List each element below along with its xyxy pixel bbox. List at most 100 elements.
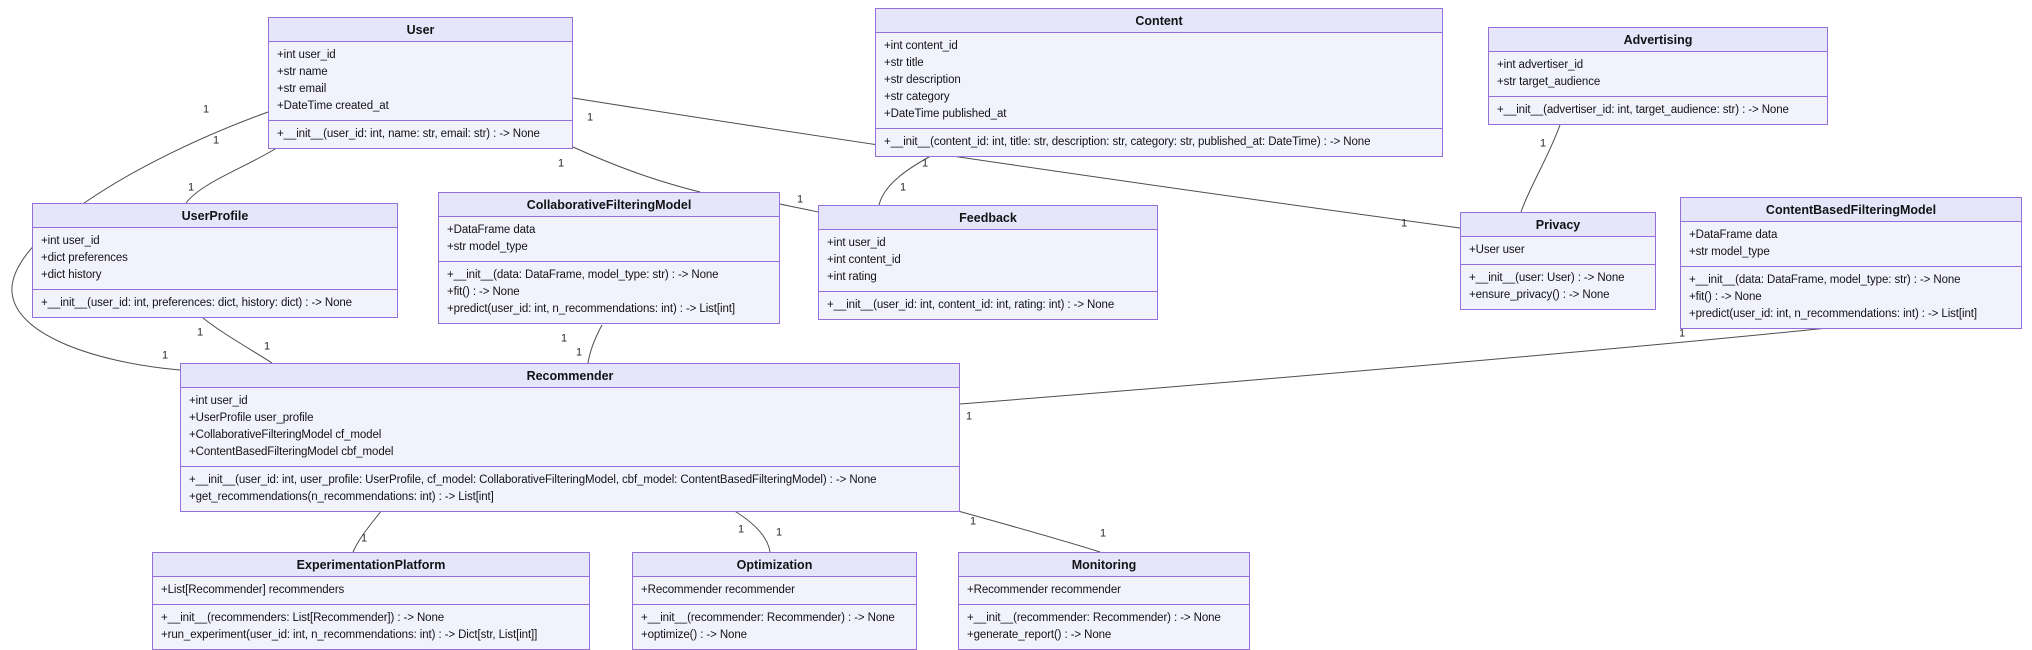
class-attribute: +str category bbox=[884, 91, 950, 103]
class-box-Optimization: Optimization +Recommender recommender +__i… bbox=[632, 552, 917, 650]
class-box-User: User +int user_id +str name +str email +Date… bbox=[268, 17, 573, 149]
methods-compartment: +__init__(content_id: int, title: str, d… bbox=[876, 129, 1442, 156]
multiplicity-label: 1 bbox=[575, 346, 583, 359]
multiplicity-label: 1 bbox=[263, 340, 271, 353]
class-title: User bbox=[269, 18, 572, 42]
multiplicity-label: 1 bbox=[586, 111, 594, 124]
multiplicity-label: 1 bbox=[1099, 527, 1107, 540]
association-edge-recommender-optimization bbox=[732, 509, 771, 553]
multiplicity-label: 1 bbox=[560, 332, 568, 345]
methods-compartment: +__init__(user_id: int, preferences: dic… bbox=[33, 290, 397, 317]
class-attribute: +int content_id bbox=[827, 254, 901, 266]
multiplicity-label: 1 bbox=[965, 410, 973, 423]
class-attribute: +DataFrame data bbox=[447, 224, 536, 236]
methods-compartment: +__init__(user_id: int, content_id: int,… bbox=[819, 292, 1157, 319]
class-attribute: +int user_id bbox=[827, 237, 886, 249]
class-attribute: +dict history bbox=[41, 269, 102, 281]
class-method: +__init__(user_id: int, preferences: dic… bbox=[41, 297, 352, 309]
class-method: +__init__(data: DataFrame, model_type: s… bbox=[447, 269, 719, 281]
class-attribute: +Recommender recommender bbox=[641, 584, 795, 596]
association-edge-recommender-experimentationplatform bbox=[352, 509, 383, 553]
multiplicity-label: 1 bbox=[775, 526, 783, 539]
multiplicity-label: 1 bbox=[212, 134, 220, 147]
class-attribute: +dict preferences bbox=[41, 252, 128, 264]
attributes-compartment: +int user_id +UserProfile user_profile +Co… bbox=[181, 388, 959, 467]
class-title: CollaborativeFilteringModel bbox=[439, 193, 779, 217]
attributes-compartment: +int user_id +dict preferences +dict histo… bbox=[33, 228, 397, 290]
class-attribute: +int user_id bbox=[41, 235, 100, 247]
class-method: +predict(user_id: int, n_recommendations… bbox=[447, 303, 735, 315]
class-method: +__init__(user_id: int, content_id: int,… bbox=[827, 299, 1115, 311]
multiplicity-label: 1 bbox=[737, 523, 745, 536]
class-box-Advertising: Advertising+int advertiser_id+str target… bbox=[1488, 27, 1828, 125]
class-attribute: +str email bbox=[277, 83, 327, 95]
class-attribute: +str model_type bbox=[1689, 246, 1770, 258]
attributes-compartment: +int user_id+int content_id+int rating bbox=[819, 230, 1157, 292]
class-title: ContentBasedFilteringModel bbox=[1681, 198, 2021, 222]
attributes-compartment: +int advertiser_id+str target_audience bbox=[1489, 52, 1827, 97]
class-method: +ensure_privacy() : -> None bbox=[1469, 289, 1610, 301]
methods-compartment: +__init__(advertiser_id: int, target_aud… bbox=[1489, 97, 1827, 124]
class-title: Optimization bbox=[633, 553, 916, 577]
association-edge-user-userprofile bbox=[185, 145, 281, 204]
class-title: Monitoring bbox=[959, 553, 1249, 577]
methods-compartment: +__init__(recommenders: List[Recommender… bbox=[153, 605, 589, 649]
class-method: +predict(user_id: int, n_recommendations… bbox=[1689, 308, 1977, 320]
class-method: +__init__(user_id: int, user_profile: Us… bbox=[189, 474, 877, 486]
association-edge-contentbasedfilteringmodel-recommender bbox=[959, 324, 1857, 405]
association-edge-content-feedback bbox=[878, 151, 939, 206]
multiplicity-label: 1 bbox=[921, 157, 929, 170]
methods-compartment: +__init__(user_id: int, user_profile: Us… bbox=[181, 467, 959, 511]
class-attribute: +DateTime published_at bbox=[884, 108, 1007, 120]
methods-compartment: +__init__(recommender: Recommender) : ->… bbox=[959, 605, 1249, 649]
class-attribute: +DataFrame data bbox=[1689, 229, 1778, 241]
class-attribute: +int content_id bbox=[884, 40, 958, 52]
class-attribute: +DateTime created_at bbox=[277, 100, 389, 112]
methods-compartment: +__init__(user_id: int, name: str, email… bbox=[269, 121, 572, 148]
association-edge-user-privacy bbox=[572, 97, 1461, 229]
multiplicity-label: 1 bbox=[202, 103, 210, 116]
attributes-compartment: +List[Recommender] recommenders bbox=[153, 577, 589, 605]
class-attribute: +Recommender recommender bbox=[967, 584, 1121, 596]
association-edge-collaborativefilteringmodel-recommender bbox=[587, 324, 603, 364]
class-method: +optimize() : -> None bbox=[641, 629, 747, 641]
class-box-CollaborativeFilteringModel: CollaborativeFilteringModel +DataFrame da… bbox=[438, 192, 780, 324]
attributes-compartment: +User user bbox=[1461, 237, 1655, 265]
multiplicity-label: 1 bbox=[557, 157, 565, 170]
methods-compartment: +__init__(data: DataFrame, model_type: s… bbox=[439, 262, 779, 323]
class-title: UserProfile bbox=[33, 204, 397, 228]
class-method: +generate_report() : -> None bbox=[967, 629, 1112, 641]
class-attribute: +User user bbox=[1469, 244, 1525, 256]
class-method: +__init__(content_id: int, title: str, d… bbox=[884, 136, 1371, 148]
class-attribute: +int user_id bbox=[189, 395, 248, 407]
multiplicity-label: 1 bbox=[796, 193, 804, 206]
class-box-UserProfile: UserProfile +int user_id +dict preferences… bbox=[32, 203, 398, 318]
multiplicity-label: 1 bbox=[196, 326, 204, 339]
multiplicity-label: 1 bbox=[1400, 217, 1408, 230]
class-attribute: +str description bbox=[884, 74, 961, 86]
multiplicity-label: 1 bbox=[1539, 137, 1547, 150]
multiplicity-label: 1 bbox=[187, 181, 195, 194]
multiplicity-label: 1 bbox=[360, 532, 368, 545]
multiplicity-label: 1 bbox=[1678, 327, 1686, 340]
methods-compartment: +__init__(user: User) : -> None +ensure_p… bbox=[1461, 265, 1655, 309]
class-attribute: +UserProfile user_profile bbox=[189, 412, 314, 424]
attributes-compartment: +Recommender recommender bbox=[959, 577, 1249, 605]
multiplicity-label: 1 bbox=[969, 515, 977, 528]
class-box-Recommender: Recommender+int user_id+UserProfile user… bbox=[180, 363, 960, 512]
class-attribute: +int user_id bbox=[277, 49, 336, 61]
association-edge-user-collaborativefilteringmodel bbox=[572, 146, 701, 193]
class-method: +__init__(user: User) : -> None bbox=[1469, 272, 1625, 284]
class-title: Feedback bbox=[819, 206, 1157, 230]
methods-compartment: +__init__(recommender: Recommender) : ->… bbox=[633, 605, 916, 649]
class-attribute: +str name bbox=[277, 66, 328, 78]
class-title: Content bbox=[876, 9, 1442, 33]
association-edge-user-recommender bbox=[11, 111, 269, 371]
association-edge-advertising-privacy bbox=[1520, 124, 1561, 213]
multiplicity-label: 1 bbox=[899, 181, 907, 194]
class-attribute: +CollaborativeFilteringModel cf_model bbox=[189, 429, 382, 441]
class-title: Privacy bbox=[1461, 213, 1655, 237]
association-edge-userprofile-recommender bbox=[202, 317, 273, 364]
class-box-Privacy: Privacy +User user +__init__(user: User) :… bbox=[1460, 212, 1656, 310]
